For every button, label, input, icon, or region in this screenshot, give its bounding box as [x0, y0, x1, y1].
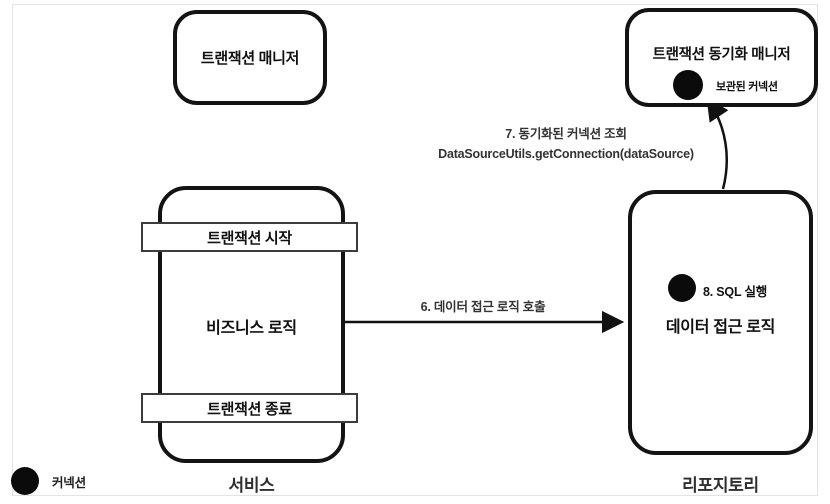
transaction-manager-box: 트랜잭션 매니저	[173, 10, 327, 105]
stored-connection-label: 보관된 커넥션	[716, 81, 778, 93]
connection-legend-label: 커넥션	[52, 475, 86, 490]
step7-code-label: DataSourceUtils.getConnection(dataSource…	[438, 147, 694, 161]
transaction-end-label: 트랜잭션 종료	[207, 400, 292, 418]
data-access-logic-label: 데이터 접근 로직	[665, 319, 776, 336]
step7-label: 7. 동기화된 커넥션 조회	[505, 127, 627, 141]
connection-legend: 커넥션	[11, 467, 86, 495]
transaction-manager-label: 트랜잭션 매니저	[200, 50, 300, 67]
transaction-begin-bar: 트랜잭션 시작	[141, 222, 358, 252]
transaction-begin-label: 트랜잭션 시작	[207, 229, 292, 247]
sql-exec-label: 8. SQL 실행	[703, 285, 768, 299]
sql-connection-dot-icon	[668, 274, 696, 302]
transaction-sync-manager-box: 트랜잭션 동기화 매니저 보관된 커넥션	[625, 8, 818, 107]
repository-footer-label: 리포지토리	[682, 476, 759, 495]
stored-connection-dot-icon	[673, 70, 703, 100]
step7-arrow	[706, 97, 729, 190]
transaction-sync-manager-label: 트랜잭션 동기화 매니저	[652, 47, 791, 63]
transaction-end-bar: 트랜잭션 종료	[141, 393, 358, 423]
service-footer-label: 서비스	[228, 476, 275, 495]
business-logic-label: 비즈니스 로직	[206, 320, 297, 337]
step6-annotation: 6. 데이터 접근 로직 호출	[420, 300, 546, 314]
repository-box	[628, 190, 813, 455]
connection-dot-icon	[11, 467, 39, 495]
step7-annotation: 7. 동기화된 커넥션 조회 DataSourceUtils.getConnec…	[405, 124, 727, 164]
